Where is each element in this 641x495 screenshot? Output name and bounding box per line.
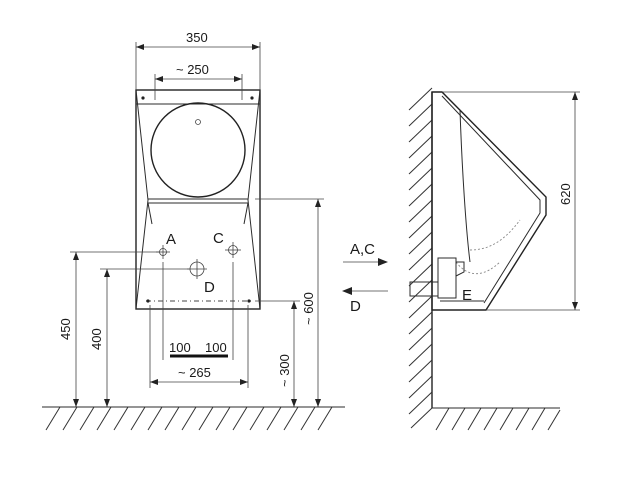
label-a: A <box>166 231 176 248</box>
bottom-screw-right <box>247 299 251 303</box>
front-right-taper <box>247 89 261 310</box>
dim-height-600: ~ 600 <box>255 198 324 407</box>
dim-bowl-width: ~ 250 <box>154 62 243 100</box>
flow-arrows: A,C D <box>342 241 388 315</box>
dim-pad-spacing: 100 100 <box>162 262 234 360</box>
urinal-side-trap-dotted <box>469 219 521 251</box>
dim-300-text: ~ 300 <box>277 354 292 387</box>
dim-350-text: 350 <box>186 30 208 45</box>
dim-450-text: 450 <box>58 318 73 340</box>
floor-side-hatch <box>435 407 561 431</box>
dim-top-width: 350 <box>135 30 261 90</box>
urinal-side-trap-dotted-2 <box>455 261 501 275</box>
outlet-e-pipe <box>409 281 439 297</box>
label-e: E <box>462 287 472 304</box>
dim-100-left-text: 100 <box>169 340 191 355</box>
bottom-screw-left <box>146 299 150 303</box>
urinal-side-back-contour <box>459 109 471 263</box>
dim-height-450: 450 <box>58 251 160 407</box>
connection-c-marker <box>225 242 241 258</box>
label-arrow-out: D <box>350 298 361 315</box>
dim-height-400: 400 <box>89 268 190 407</box>
dim-620-text: 620 <box>558 183 573 205</box>
dim-250-text: ~ 250 <box>176 62 209 77</box>
floor-front <box>42 406 345 431</box>
label-arrow-in: A,C <box>350 241 375 258</box>
dim-100-right-text: 100 <box>205 340 227 355</box>
dim-400-text: 400 <box>89 328 104 350</box>
dim-265-text: ~ 265 <box>178 365 211 380</box>
bowl-circle <box>150 102 246 198</box>
dim-bottom-width: ~ 265 <box>149 305 249 388</box>
shelf-right-bevel <box>243 202 249 225</box>
dim-height-620: 620 <box>442 91 580 311</box>
wall-hatch <box>408 87 433 429</box>
outlet-e-body <box>437 257 457 299</box>
front-view: A C D <box>135 89 261 358</box>
label-c: C <box>213 230 224 247</box>
mount-screw-right <box>250 96 254 100</box>
label-d: D <box>204 279 215 296</box>
shelf-left-bevel <box>147 202 153 225</box>
outlet-e-flange <box>455 261 465 277</box>
side-view: E 620 <box>408 87 580 431</box>
dim-height-300: ~ 300 <box>255 300 300 407</box>
front-left-taper <box>135 89 149 310</box>
urinal-side-inner-rim <box>441 95 541 304</box>
spreader-hole <box>195 119 201 125</box>
dim-600-text: ~ 600 <box>301 292 316 325</box>
urinal-side-outline <box>431 91 547 311</box>
mount-screw-left <box>141 96 145 100</box>
front-body-outline <box>135 89 261 310</box>
